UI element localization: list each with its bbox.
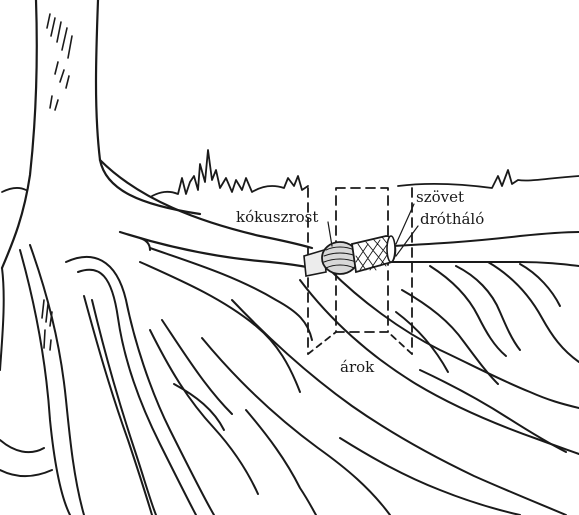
ground-line	[2, 150, 579, 196]
right-roots	[202, 262, 579, 515]
label-trench: árok	[340, 358, 375, 376]
label-coconut-fiber: kókuszrost	[236, 208, 318, 226]
left-roots	[0, 245, 312, 515]
drain-assembly	[304, 236, 395, 276]
label-fabric: szövet	[416, 188, 464, 206]
label-wire-mesh: drótháló	[420, 210, 484, 228]
